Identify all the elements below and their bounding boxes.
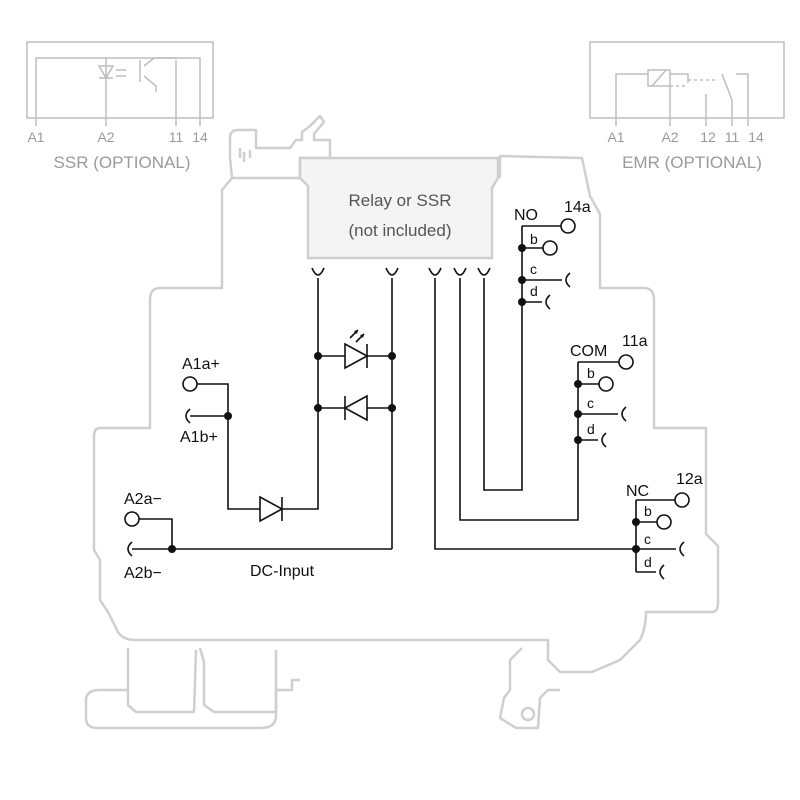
relay-coil-icon: [647, 69, 671, 87]
terminal-com-d-clip: [601, 432, 607, 448]
label-com-c: c: [587, 395, 594, 411]
label-nc-b: b: [644, 503, 652, 519]
label-a2b: A2b−: [124, 565, 162, 582]
ssr-pin-14: 14: [192, 129, 208, 145]
label-no-b: b: [530, 231, 538, 247]
relay-box-line2: (not included): [348, 221, 451, 240]
terminal-a1b-clip: [185, 408, 191, 424]
emr-optional-schematic: A1 A2 12 11 14 EMR (OPTIONAL): [589, 41, 785, 172]
emr-pin-12: 12: [700, 129, 716, 145]
ssr-optional-schematic: A1 A2 11 14 SSR (OPTIONAL): [26, 41, 214, 172]
terminal-com-c-clip: [621, 406, 627, 422]
terminal-no-b: [542, 240, 558, 256]
terminal-a2a: [124, 511, 140, 527]
emr-caption: EMR (OPTIONAL): [622, 153, 762, 172]
terminal-no-c-clip: [565, 272, 571, 288]
ssr-pin-a2: A2: [97, 129, 114, 145]
label-com: COM: [570, 343, 607, 360]
freewheel-diode-icon: [343, 394, 368, 422]
label-a1b: A1b+: [180, 429, 218, 446]
led-icon: [97, 65, 115, 80]
label-no-d: d: [530, 283, 538, 299]
terminal-nc-c-clip: [679, 541, 685, 557]
relay-slot: Relay or SSR (not included): [298, 156, 500, 260]
terminal-nc-b: [656, 514, 672, 530]
nc-terminal-group: NC 12a b c d: [626, 471, 703, 580]
led-indicator-icon: [344, 342, 369, 370]
relay-box-line1: Relay or SSR: [349, 191, 452, 210]
ssr-pin-a1: A1: [27, 129, 44, 145]
label-nc-c: c: [644, 531, 651, 547]
terminal-12a: [674, 492, 690, 508]
terminal-com-b: [598, 376, 614, 392]
terminal-11a: [618, 354, 634, 370]
label-com-b: b: [587, 365, 595, 381]
terminal-no-d-clip: [545, 294, 551, 310]
label-no: NO: [514, 207, 538, 224]
label-a1a: A1a+: [182, 356, 220, 373]
relay-socket-contacts: [311, 267, 491, 276]
label-11a: 11a: [622, 333, 648, 350]
label-nc: NC: [626, 483, 649, 500]
label-nc-d: d: [644, 554, 652, 570]
emr-pin-14: 14: [748, 129, 764, 145]
input-circuit: A1a+ A1b+ A2a− A2b− DC-Input: [124, 278, 396, 582]
label-dc-input: DC-Input: [250, 563, 315, 580]
emr-pin-a2: A2: [661, 129, 678, 145]
no-terminal-group: NO 14a b c d: [514, 199, 591, 310]
com-terminal-group: COM 11a b c d: [570, 333, 648, 448]
series-diode-icon: [259, 495, 284, 523]
label-14a: 14a: [564, 199, 591, 216]
socket-housing: [84, 114, 720, 730]
label-12a: 12a: [676, 471, 703, 488]
label-no-c: c: [530, 261, 537, 277]
terminal-nc-d-clip: [659, 564, 665, 580]
output-circuit: NO 14a b c d COM 11a: [434, 199, 703, 580]
label-com-d: d: [587, 421, 595, 437]
ssr-pin-11: 11: [169, 129, 184, 145]
ssr-caption: SSR (OPTIONAL): [54, 153, 191, 172]
terminal-14a: [560, 218, 576, 234]
terminal-a1a: [182, 376, 198, 392]
label-a2a: A2a−: [124, 491, 162, 508]
emr-pin-11: 11: [725, 129, 740, 145]
emr-pin-a1: A1: [607, 129, 624, 145]
terminal-a2b-clip: [127, 541, 133, 557]
